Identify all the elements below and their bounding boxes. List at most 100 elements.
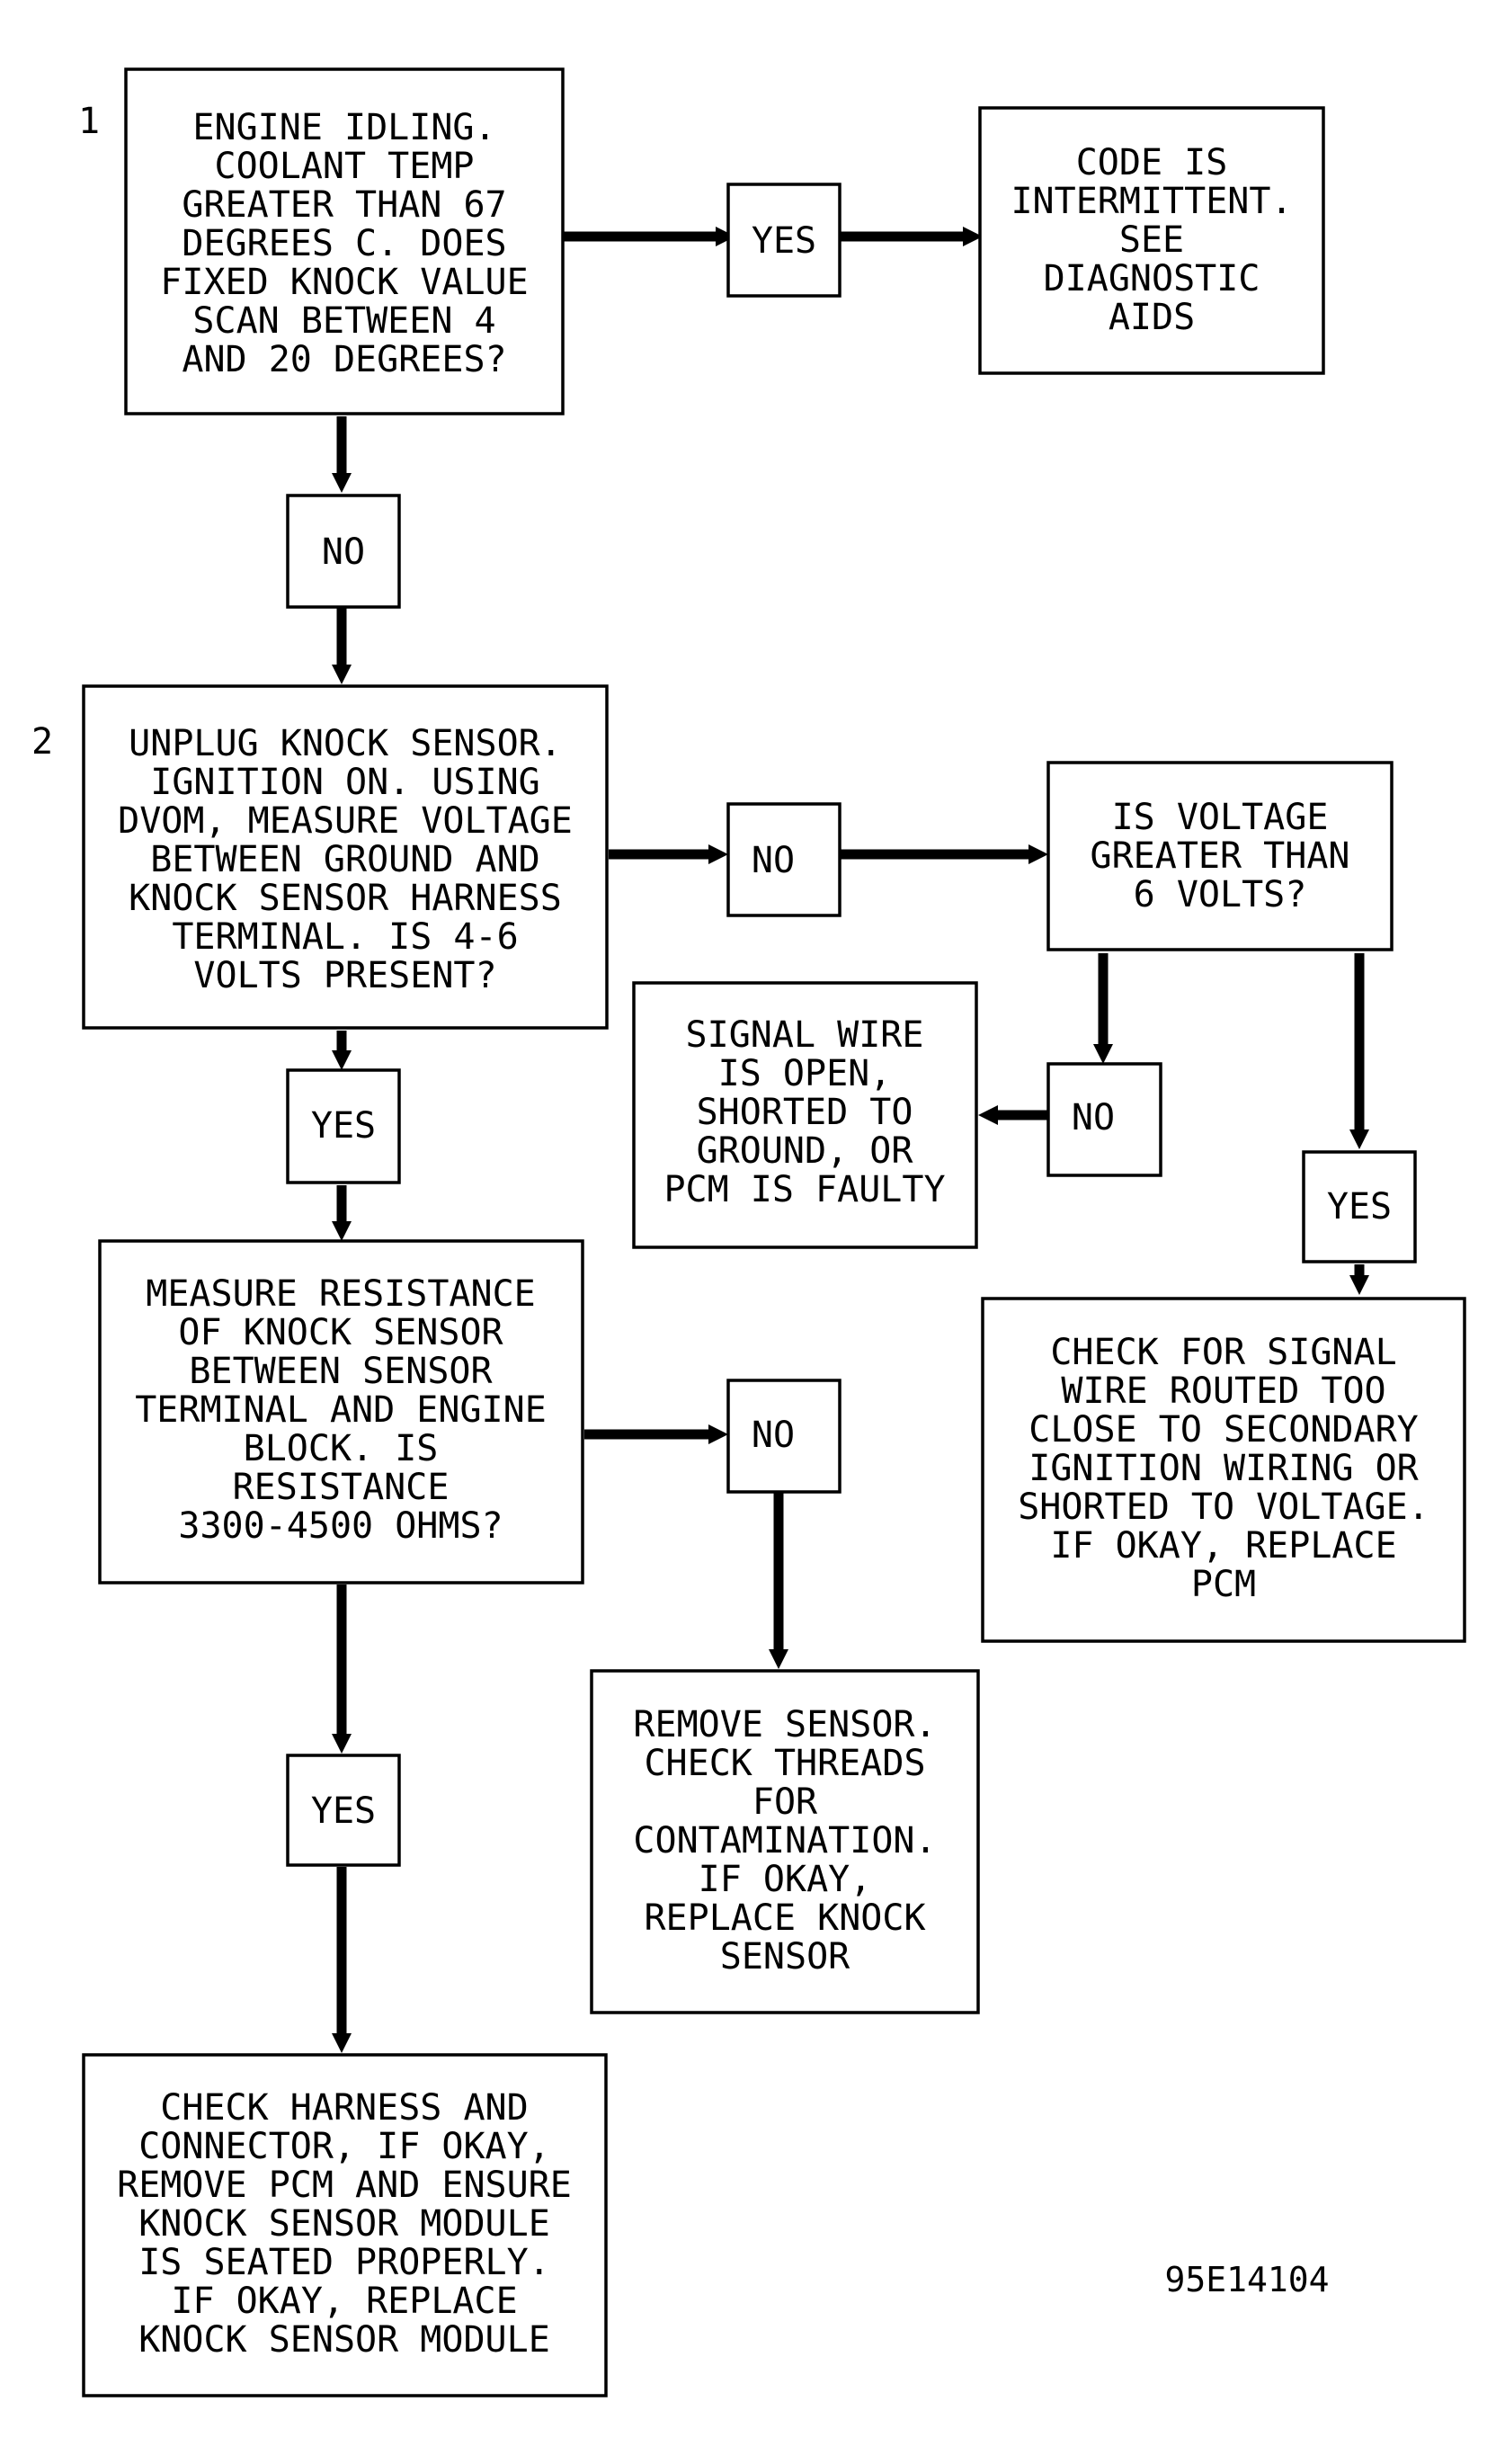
intermittent-box: CODE IS INTERMITTENT. SEE DIAGNOSTIC AID… bbox=[978, 106, 1325, 375]
box-line: WIRE ROUTED TOO bbox=[1061, 1370, 1385, 1412]
decision-label-s2-no: NO bbox=[726, 802, 842, 917]
box-line: SENSOR bbox=[720, 1936, 850, 1977]
box-line: IGNITION WIRING OR bbox=[1028, 1448, 1419, 1489]
arrowhead bbox=[963, 227, 983, 246]
arrowhead bbox=[332, 665, 352, 684]
box-line: KNOCK SENSOR MODULE bbox=[138, 2203, 550, 2245]
decision-label-s2-yes: YES bbox=[286, 1068, 401, 1184]
box-line: REPLACE KNOCK bbox=[644, 1897, 925, 1939]
arrowhead bbox=[1349, 1275, 1369, 1295]
box-line: DEGREES C. DOES bbox=[182, 223, 506, 264]
box-line: CONTAMINATION. bbox=[633, 1820, 936, 1861]
box-line: SEE bbox=[1119, 219, 1184, 261]
connectors bbox=[332, 227, 1369, 2053]
box-line: MEASURE RESISTANCE bbox=[146, 1273, 535, 1315]
decision-text: YES bbox=[311, 1790, 376, 1832]
box-line: GROUND, OR bbox=[697, 1130, 914, 1172]
box-line: CODE IS bbox=[1076, 142, 1228, 183]
decision-text: NO bbox=[752, 1415, 795, 1456]
decision-text: NO bbox=[1072, 1097, 1115, 1138]
box-line: COOLANT TEMP bbox=[215, 146, 475, 187]
box-line: IS SEATED PROPERLY. bbox=[138, 2242, 550, 2283]
box-line: IF OKAY, REPLACE bbox=[1050, 1525, 1396, 1567]
arrowhead bbox=[1349, 1129, 1369, 1149]
arrowhead bbox=[332, 2033, 352, 2053]
decision-text: YES bbox=[311, 1105, 376, 1147]
decision-label-res-yes: YES bbox=[286, 1754, 401, 1867]
decision-label-res-no: NO bbox=[726, 1379, 842, 1494]
box-line: TERMINAL AND ENGINE bbox=[135, 1389, 547, 1431]
arrowhead bbox=[716, 227, 735, 246]
box-line: 3300-4500 OHMS? bbox=[178, 1505, 503, 1547]
check-routing-box: CHECK FOR SIGNAL WIRE ROUTED TOO CLOSE T… bbox=[981, 1297, 1466, 1643]
decision-label-s1-yes: YES bbox=[726, 183, 842, 298]
box-line: FIXED KNOCK VALUE bbox=[160, 262, 528, 303]
decision-text: NO bbox=[752, 840, 795, 881]
decision-label-volt-no: NO bbox=[1046, 1062, 1162, 1177]
box-line: BETWEEN SENSOR bbox=[189, 1351, 493, 1392]
box-line: IF OKAY, bbox=[699, 1859, 872, 1900]
arrowhead bbox=[769, 1649, 788, 1669]
decision-text: NO bbox=[322, 531, 365, 573]
box-line: SCAN BETWEEN 4 bbox=[192, 300, 495, 342]
arrowhead bbox=[332, 1050, 352, 1070]
voltage-check-box: IS VOLTAGE GREATER THAN 6 VOLTS? bbox=[1046, 761, 1394, 951]
arrowhead bbox=[332, 1734, 352, 1754]
box-line: 6 VOLTS? bbox=[1134, 874, 1307, 915]
box-line: GREATER THAN 67 bbox=[182, 184, 506, 226]
step2-box: UNPLUG KNOCK SENSOR. IGNITION ON. USING … bbox=[82, 684, 609, 1030]
box-line: IGNITION ON. USING bbox=[150, 762, 539, 803]
arrowhead bbox=[708, 844, 728, 864]
arrowhead bbox=[978, 1105, 998, 1125]
box-line: KNOCK SENSOR MODULE bbox=[138, 2319, 550, 2361]
box-line: SIGNAL WIRE bbox=[686, 1014, 924, 1056]
signal-open-box: SIGNAL WIRE IS OPEN, SHORTED TO GROUND, … bbox=[632, 981, 978, 1249]
box-line: IS VOLTAGE bbox=[1112, 797, 1329, 838]
box-line: BLOCK. IS bbox=[244, 1428, 439, 1469]
decision-label-volt-yes: YES bbox=[1302, 1150, 1417, 1263]
box-line: UNPLUG KNOCK SENSOR. bbox=[129, 723, 562, 764]
box-line: PCM IS FAULTY bbox=[663, 1169, 945, 1210]
box-line: CHECK HARNESS AND bbox=[160, 2087, 528, 2129]
box-line: BETWEEN GROUND AND bbox=[150, 839, 539, 880]
box-line: SHORTED TO VOLTAGE. bbox=[1018, 1486, 1429, 1528]
box-line: CHECK FOR SIGNAL bbox=[1050, 1332, 1396, 1373]
arrowhead bbox=[332, 1221, 352, 1241]
check-harness-box: CHECK HARNESS AND CONNECTOR, IF OKAY, RE… bbox=[82, 2053, 608, 2397]
box-line: ENGINE IDLING. bbox=[192, 107, 495, 148]
box-line: DIAGNOSTIC bbox=[1044, 258, 1260, 299]
measure-resistance-box: MEASURE RESISTANCE OF KNOCK SENSOR BETWE… bbox=[98, 1239, 584, 1585]
box-line: RESISTANCE bbox=[233, 1467, 450, 1508]
arrowhead bbox=[1028, 844, 1048, 864]
box-line: REMOVE SENSOR. bbox=[633, 1704, 936, 1745]
box-line: CHECK THREADS bbox=[644, 1743, 925, 1784]
box-line: INTERMITTENT. bbox=[1011, 181, 1292, 222]
remove-sensor-box: REMOVE SENSOR. CHECK THREADS FOR CONTAMI… bbox=[590, 1669, 980, 2014]
figure-id: 95E14104 bbox=[1164, 2260, 1329, 2299]
step-number-1: 1 bbox=[78, 101, 100, 142]
box-line: DVOM, MEASURE VOLTAGE bbox=[118, 800, 573, 842]
box-line: GREATER THAN bbox=[1091, 835, 1350, 877]
box-line: VOLTS PRESENT? bbox=[193, 955, 496, 996]
box-line: CONNECTOR, IF OKAY, bbox=[138, 2126, 550, 2167]
box-line: CLOSE TO SECONDARY bbox=[1028, 1409, 1418, 1451]
arrowhead bbox=[332, 473, 352, 493]
box-line: TERMINAL. IS 4-6 bbox=[172, 916, 518, 958]
step-number-2: 2 bbox=[31, 721, 53, 763]
box-line: REMOVE PCM AND ENSURE bbox=[117, 2165, 572, 2206]
box-line: IF OKAY, REPLACE bbox=[171, 2281, 517, 2322]
box-line: AND 20 DEGREES? bbox=[182, 339, 506, 380]
box-line: PCM bbox=[1191, 1564, 1256, 1605]
step1-box: ENGINE IDLING. COOLANT TEMP GREATER THAN… bbox=[124, 67, 565, 415]
box-line: OF KNOCK SENSOR bbox=[178, 1312, 503, 1353]
box-line: AIDS bbox=[1109, 297, 1195, 338]
arrowhead bbox=[1093, 1044, 1113, 1064]
box-line: SHORTED TO bbox=[697, 1092, 913, 1133]
decision-label-s1-no: NO bbox=[286, 494, 401, 609]
box-line: KNOCK SENSOR HARNESS bbox=[129, 878, 562, 919]
box-line: FOR bbox=[752, 1781, 818, 1823]
box-line: IS OPEN, bbox=[718, 1053, 892, 1094]
decision-text: YES bbox=[752, 220, 816, 262]
arrowhead bbox=[708, 1424, 728, 1444]
